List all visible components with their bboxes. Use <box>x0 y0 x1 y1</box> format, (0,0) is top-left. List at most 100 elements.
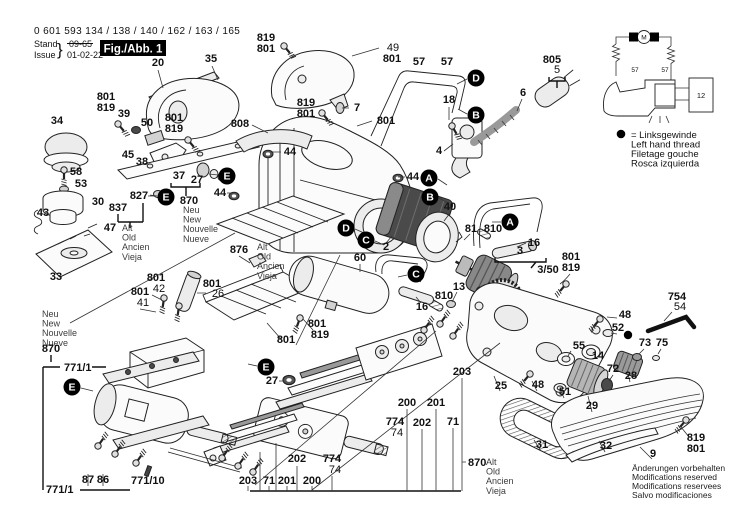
roller-assembly-771 <box>93 351 243 478</box>
language-note-line: Vieja <box>122 252 142 262</box>
part-callout-32: 32 <box>600 440 612 452</box>
ref-marker-letter-C: C <box>412 269 420 281</box>
language-note-line: Nouvelle <box>42 328 77 338</box>
ref-marker-letter-B: B <box>472 110 480 122</box>
part-callout-819: 819 <box>165 123 183 135</box>
part-callout-49: 49 <box>387 42 399 54</box>
part-callout-47: 47 <box>104 222 116 234</box>
part-callout-201: 201 <box>427 397 445 409</box>
switch-cord-group <box>370 69 581 179</box>
language-note-line: New <box>183 215 202 225</box>
part-callout-45: 45 <box>122 149 134 161</box>
legend-line-1: = Linksgewinde <box>631 130 697 141</box>
part-callout-5: 5 <box>554 64 560 76</box>
part-callout-801: 801 <box>131 286 149 298</box>
language-note-line: Alt <box>257 242 268 252</box>
part-callout-50: 50 <box>141 117 153 129</box>
part-callout-86: 86 <box>97 474 109 486</box>
part-callout-9: 9 <box>650 448 656 460</box>
part-callout-16: 16 <box>528 237 540 249</box>
part-callout-801: 801 <box>97 91 115 103</box>
schematic-wire-left-label: 57 <box>631 67 639 74</box>
part-callout-819: 819 <box>562 262 580 274</box>
ref-marker-letter-A: A <box>425 173 433 185</box>
ref-marker-letter-E: E <box>68 382 75 394</box>
wiring-schematic: 57 57 M 12 <box>603 30 714 124</box>
part-callout-30: 30 <box>92 196 104 208</box>
part-callout-6: 6 <box>520 87 526 99</box>
part-callout-801: 801 <box>687 443 705 455</box>
part-callout-771/1: 771/1 <box>64 362 92 374</box>
part-callout-870: 870 <box>468 457 486 469</box>
part-callout-13: 13 <box>453 281 465 293</box>
cutter-block-group <box>203 323 443 467</box>
ref-marker-circle-A <box>420 169 438 187</box>
part-callout-837: 837 <box>109 202 127 214</box>
part-callout-54: 54 <box>674 301 686 313</box>
part-callout-819: 819 <box>687 432 705 444</box>
ref-marker-circle-C <box>407 265 425 283</box>
part-callout-43: 43 <box>37 207 49 219</box>
fig-label-box <box>100 40 166 56</box>
stand-label: Stand <box>34 39 58 49</box>
gear-housing-drive-group <box>466 282 704 463</box>
ref-marker-circle-D <box>467 69 485 87</box>
legend-line-4: Rosca izquierda <box>631 159 700 170</box>
part-callout-2: 2 <box>383 241 389 253</box>
language-note-line: Alt <box>486 457 497 467</box>
part-callout-801: 801 <box>297 108 315 120</box>
ref-marker-letter-E: E <box>223 171 230 183</box>
language-note-line: Vieja <box>486 486 506 496</box>
ref-marker-letter-A: A <box>506 217 514 229</box>
legend-line-2: Left hand thread <box>631 140 700 151</box>
part-callout-39: 39 <box>118 108 130 120</box>
ref-marker-letter-E: E <box>162 192 169 204</box>
language-note-line: Ancien <box>257 261 285 271</box>
part-callout-44: 44 <box>284 146 297 158</box>
fig-label: Fig./Abb. 1 <box>104 44 163 56</box>
title-block: 0 601 593 134 / 138 / 140 / 162 / 163 / … <box>34 26 240 60</box>
issue-date: 01-02-22 <box>67 50 103 60</box>
part-callout-876: 876 <box>230 244 248 256</box>
part-callout-801: 801 <box>562 251 580 263</box>
part-callout-819: 819 <box>97 102 115 114</box>
part-callout-14: 14 <box>592 350 605 362</box>
language-note-line: Old <box>486 467 500 477</box>
ref-marker-circle-C <box>357 231 375 249</box>
part-callout-810: 810 <box>484 223 502 235</box>
part-callout-200: 200 <box>303 475 321 487</box>
language-note-line: Neu <box>183 205 200 215</box>
ref-marker-letter-E: E <box>262 362 269 374</box>
part-callout-73: 73 <box>639 337 651 349</box>
part-callout-7: 7 <box>354 102 360 114</box>
part-callout-801: 801 <box>383 53 401 65</box>
schematic-wire-right-label: 57 <box>661 67 669 74</box>
part-guide-housing-group <box>117 71 269 198</box>
part-callout-55: 55 <box>573 340 585 352</box>
part-knob-group <box>33 132 113 278</box>
part-callout-74: 74 <box>391 427 403 439</box>
part-callout-33: 33 <box>50 271 62 283</box>
part-callout-28: 28 <box>625 370 637 382</box>
ref-marker-letter-C: C <box>362 235 370 247</box>
leader-lines <box>42 47 690 492</box>
part-callout-44: 44 <box>214 187 227 199</box>
part-callout-819: 819 <box>297 97 315 109</box>
ref-marker-circle-E <box>218 167 236 185</box>
schematic-box-label: 12 <box>697 91 705 100</box>
part-callout-26: 26 <box>212 288 224 300</box>
part-callout-51: 51 <box>559 386 571 398</box>
part-callout-53: 53 <box>75 178 87 190</box>
part-callout-202: 202 <box>288 453 306 465</box>
part-callout-58: 58 <box>70 166 82 178</box>
part-callout-3/50: 3/50 <box>537 264 558 276</box>
note-line-1: Änderungen vorbehalten <box>632 463 725 473</box>
part-callout-48: 48 <box>619 309 631 321</box>
part-callout-27: 27 <box>266 375 278 387</box>
language-note-line: Old <box>122 233 136 243</box>
note-line-3: Modifications reservees <box>632 481 721 491</box>
part-callout-81: 81 <box>465 223 477 235</box>
part-callout-75: 75 <box>656 337 668 349</box>
left-hand-thread-dot <box>623 330 633 340</box>
